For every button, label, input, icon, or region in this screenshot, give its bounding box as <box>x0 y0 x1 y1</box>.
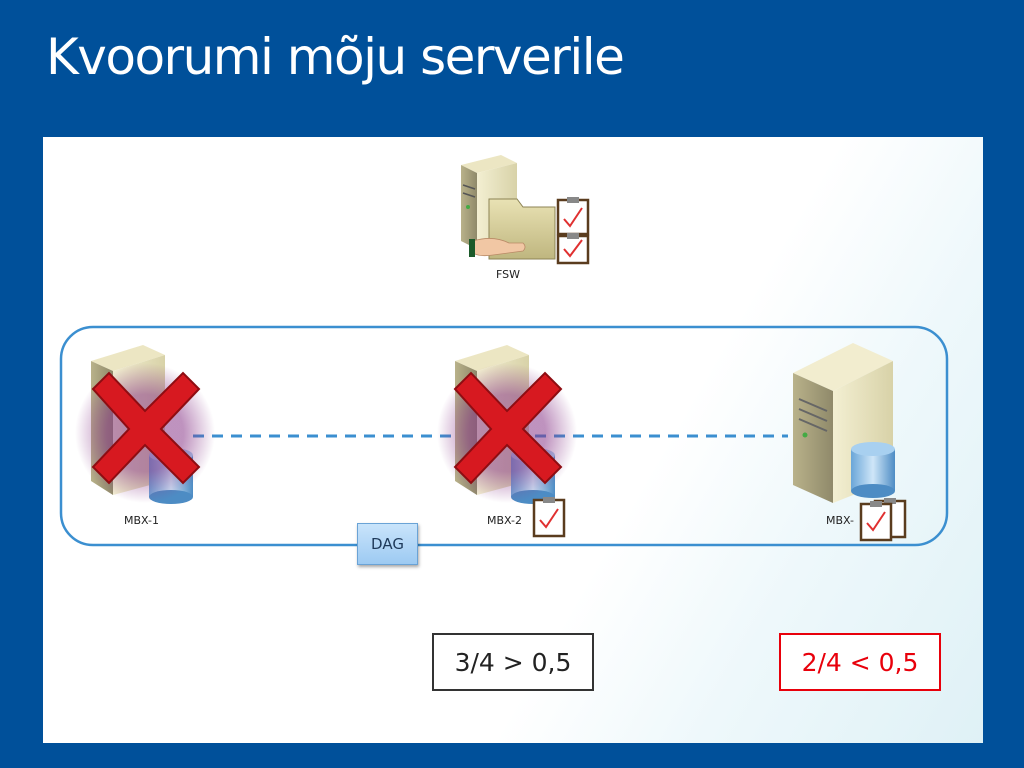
dag-label-box: DAG <box>357 523 418 565</box>
dag-cluster-outline <box>59 325 949 547</box>
diagram-panel: FSW MBX-1 MBX-2 MBX- DAG 3/4 > 0,5 2/4 <… <box>43 137 983 743</box>
mbx1-label: MBX-1 <box>124 514 159 527</box>
quorum-lost-equation: 2/4 < 0,5 <box>779 633 941 691</box>
check-clipboard-icon <box>556 197 590 236</box>
slide-title: Kvoorumi mõju serverile <box>46 28 625 86</box>
mbx3-label: MBX- <box>826 514 854 527</box>
mbx2-label: MBX-2 <box>487 514 522 527</box>
check-clipboard-icon <box>556 233 590 265</box>
quorum-diagram <box>59 155 949 547</box>
check-clipboard-icon <box>859 501 893 542</box>
check-clipboard-icon <box>532 497 566 538</box>
failure-x-icon <box>75 363 215 503</box>
quorum-majority-equation: 3/4 > 0,5 <box>432 633 594 691</box>
mbx3-server-icon <box>793 343 895 503</box>
failure-x-icon <box>437 363 577 503</box>
fsw-label: FSW <box>496 268 520 281</box>
fsw-server-icon <box>461 155 556 260</box>
